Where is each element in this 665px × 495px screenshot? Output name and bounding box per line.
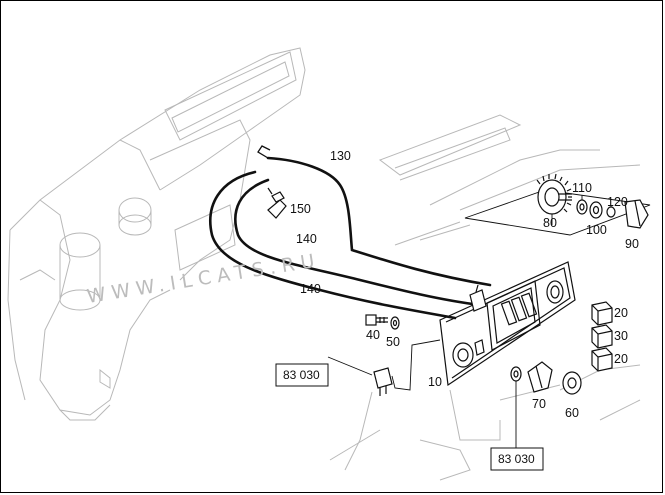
reference-box-left[interactable]: 83 030 — [275, 363, 329, 387]
knob-90 — [624, 199, 649, 229]
washer-110 — [576, 199, 588, 215]
cable-140-upper — [234, 178, 482, 307]
leader-lines — [327, 195, 612, 448]
control-panel-10 — [439, 261, 576, 387]
callout-120: 120 — [607, 195, 628, 209]
callout-60: 60 — [565, 406, 579, 420]
cable-bracket — [469, 284, 487, 312]
reference-label-left: 83 030 — [283, 368, 320, 382]
knob-80 — [536, 173, 572, 215]
callout-20-top: 20 — [614, 306, 628, 320]
button-20-top — [591, 301, 613, 326]
callout-40: 40 — [366, 328, 380, 342]
callout-70: 70 — [532, 397, 546, 411]
callout-20-bottom: 20 — [614, 352, 628, 366]
callout-150: 150 — [290, 202, 311, 216]
button-30 — [591, 324, 613, 349]
mounting-plane — [464, 189, 651, 236]
connector-83030 — [344, 339, 441, 471]
knob-70 — [527, 361, 553, 393]
nut-100 — [589, 201, 603, 219]
callout-130: 130 — [330, 149, 351, 163]
reference-label-bottom: 83 030 — [498, 452, 535, 466]
callout-50: 50 — [386, 335, 400, 349]
button-20-bottom — [591, 347, 613, 372]
bezel-60 — [562, 371, 582, 395]
callout-110: 110 — [572, 181, 592, 195]
clamp-150 — [267, 187, 287, 219]
cable-130 — [257, 145, 492, 287]
callout-80: 80 — [543, 216, 557, 230]
reference-box-bottom[interactable]: 83 030 — [490, 447, 544, 471]
callout-10: 10 — [428, 375, 442, 389]
callout-140-lower: 140 — [300, 282, 321, 296]
callout-90: 90 — [625, 237, 639, 251]
cable-140-lower — [209, 170, 457, 320]
bolt-40 — [365, 314, 388, 326]
callout-140-upper: 140 — [296, 232, 317, 246]
sleeve-83030 — [510, 366, 522, 382]
callout-100: 100 — [586, 223, 607, 237]
callout-30: 30 — [614, 329, 628, 343]
background-dashboard-outline — [7, 47, 641, 481]
washer-50 — [390, 316, 400, 330]
